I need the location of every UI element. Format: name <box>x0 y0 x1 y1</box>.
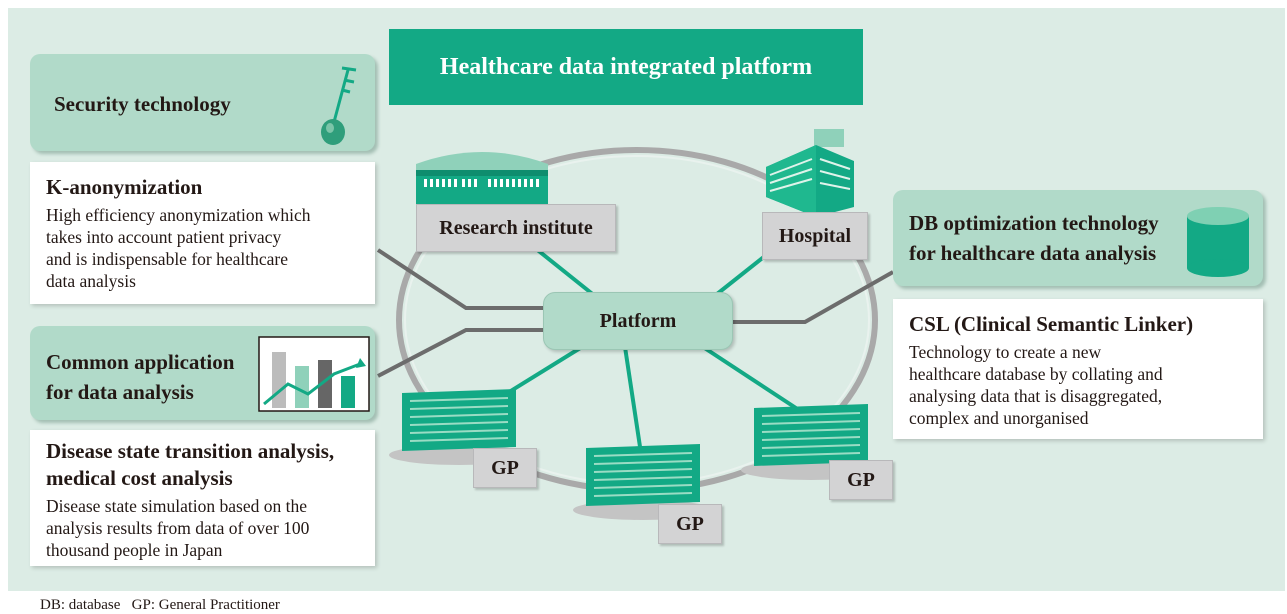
csl-line: complex and unorganised <box>909 408 1089 428</box>
db-optimization-label-line: DB optimization technology <box>909 211 1159 235</box>
spoke-gp-right <box>698 343 804 414</box>
k-anonymization-line: High efficiency anonymization which <box>46 205 311 225</box>
csl-line: analysing data that is disaggregated, <box>909 386 1163 406</box>
disease-analysis-heading-line: Disease state transition analysis, <box>46 439 335 463</box>
k-anonymization-text: High efficiency anonymization which take… <box>46 204 375 292</box>
connector-security <box>376 248 548 310</box>
csl-line: healthcare database by collating and <box>909 364 1163 384</box>
db-optimization-box: DB optimization technology for healthcar… <box>893 190 1263 286</box>
hospital-building-icon <box>766 129 854 217</box>
disease-analysis-text: Disease state simulation based on the an… <box>46 495 375 561</box>
disease-analysis-line: Disease state simulation based on the <box>46 496 307 516</box>
gp-clinic-building-icon <box>741 404 881 480</box>
disease-analysis-line: thousand people in Japan <box>46 540 223 560</box>
k-anonymization-box: K-anonymization High efficiency anonymiz… <box>30 162 375 304</box>
common-application-label: Common application for data analysis <box>46 347 234 407</box>
hospital-label: Hospital <box>762 212 868 260</box>
database-icon <box>1187 207 1249 277</box>
connector-application <box>377 328 548 378</box>
disease-analysis-box: Disease state transition analysis, medic… <box>30 430 375 566</box>
footnote: DB: database GP: General Practitioner <box>40 597 280 613</box>
key-icon <box>321 66 357 145</box>
gp-label-left: GP <box>473 448 537 488</box>
k-anonymization-line: data analysis <box>46 271 136 291</box>
db-optimization-label-line: for healthcare data analysis <box>909 241 1157 265</box>
gp-label-center: GP <box>658 504 722 544</box>
common-application-box: Common application for data analysis <box>30 326 375 420</box>
csl-heading: CSL (Clinical Semantic Linker) <box>909 312 1194 336</box>
k-anonymization-heading: K-anonymization <box>46 175 203 199</box>
csl-text: Technology to create a new healthcare da… <box>909 341 1263 429</box>
platform-node: Platform <box>543 292 733 350</box>
research-institute-label: Research institute <box>416 204 616 252</box>
common-application-label-line: Common application <box>46 350 235 374</box>
security-technology-label: Security technology <box>54 92 231 116</box>
disease-analysis-heading: Disease state transition analysis, medic… <box>46 438 375 492</box>
spoke-research <box>533 246 602 302</box>
bar-chart-icon <box>258 336 370 412</box>
research-institute-building-icon <box>416 152 548 212</box>
gp-label-right: GP <box>829 460 893 500</box>
disease-analysis-heading-line: medical cost analysis <box>46 466 233 490</box>
disease-analysis-line: analysis results from data of over 100 <box>46 518 310 538</box>
db-optimization-label: DB optimization technology for healthcar… <box>909 208 1159 268</box>
common-application-label-line: for data analysis <box>46 380 194 404</box>
connector-db <box>728 270 894 324</box>
csl-line: Technology to create a new <box>909 342 1102 362</box>
spoke-gp-center <box>623 346 644 461</box>
csl-box: CSL (Clinical Semantic Linker) Technolog… <box>893 299 1263 439</box>
k-anonymization-line: takes into account patient privacy <box>46 227 282 247</box>
security-technology-box: Security technology <box>30 54 375 151</box>
platform-title: Healthcare data integrated platform <box>389 29 863 105</box>
k-anonymization-line: and is indispensable for healthcare <box>46 249 288 269</box>
